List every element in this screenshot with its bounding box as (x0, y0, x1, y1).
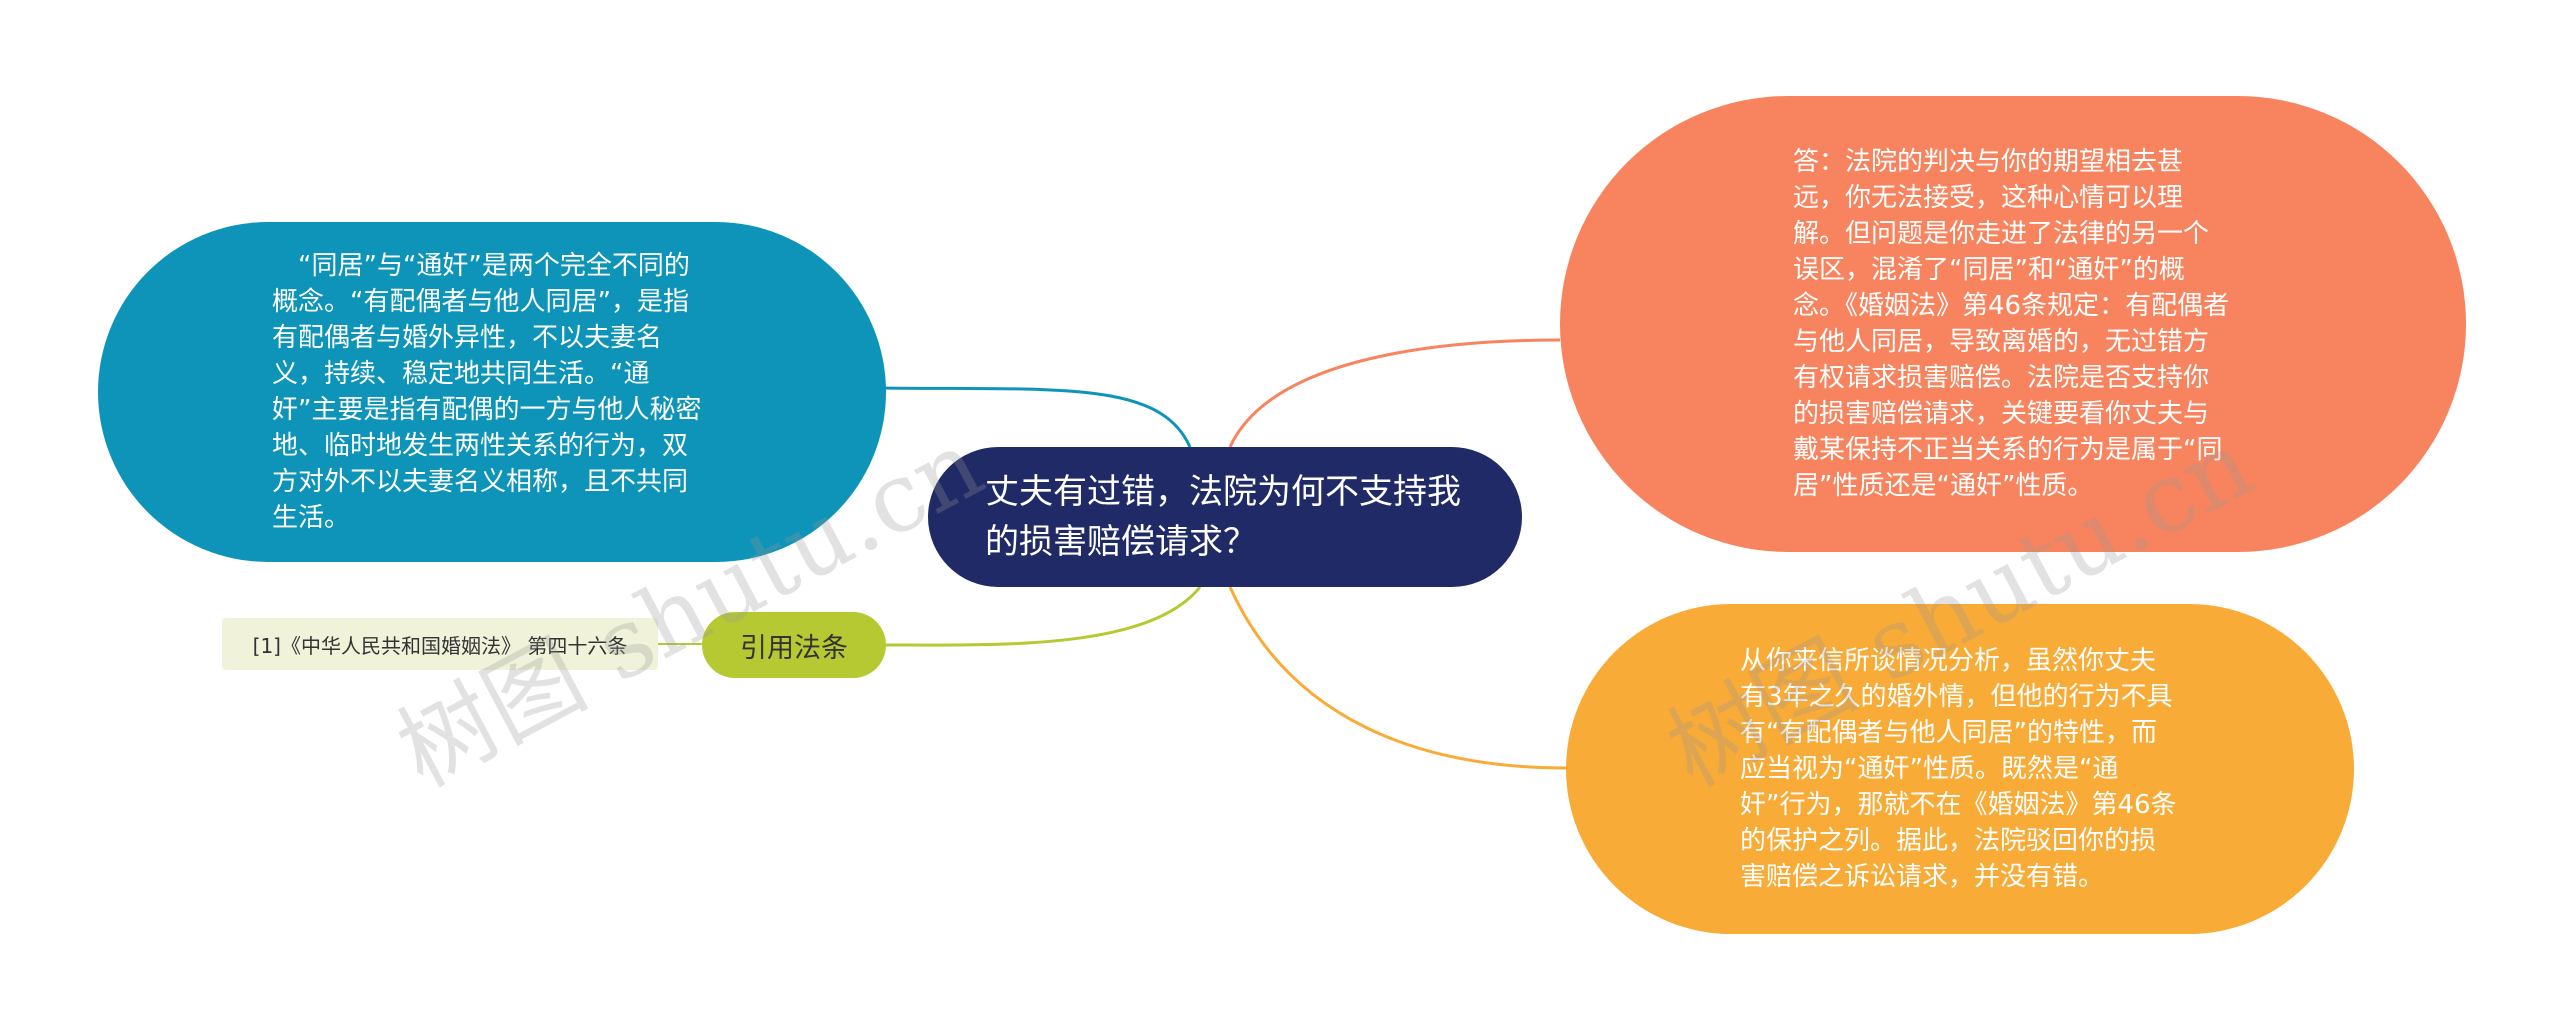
link-right-top (1228, 338, 1561, 448)
citation-node[interactable]: 引用法条 (702, 612, 886, 678)
link-left (879, 386, 1192, 448)
topic-right-analysis[interactable]: 从你来信所谈情况分析，虽然你丈夫有3年之久的婚外情，但他的行为不具有“有配偶者与… (1566, 604, 2354, 934)
topic-left-text: “同居”与“通奸”是两个完全不同的概念。“有配偶者与他人同居”，是指有配偶者与婚… (272, 251, 702, 533)
topic-right-answer[interactable]: 答：法院的判决与你的期望相去甚远，你无法接受，这种心情可以理解。但问题是你走进了… (1560, 96, 2466, 552)
topic-right-analysis-text: 从你来信所谈情况分析，虽然你丈夫有3年之久的婚外情，但他的行为不具有“有配偶者与… (1740, 646, 2177, 892)
central-topic[interactable]: 丈夫有过错，法院为何不支持我的损害赔偿请求？ (928, 447, 1522, 587)
link-right-bottom (1228, 586, 1567, 770)
topic-right-answer-text: 答：法院的判决与你的期望相去甚远，你无法接受，这种心情可以理解。但问题是你走进了… (1793, 147, 2230, 501)
central-topic-text: 丈夫有过错，法院为何不支持我的损害赔偿请求？ (985, 472, 1461, 562)
topic-left-cohabitation-vs-adultery[interactable]: “同居”与“通奸”是两个完全不同的概念。“有配偶者与他人同居”，是指有配偶者与婚… (98, 222, 886, 562)
link-citation (885, 586, 1202, 647)
citation-reference[interactable]: [1]《中华人民共和国婚姻法》 第四十六条 (222, 618, 658, 670)
citation-reference-text: [1]《中华人民共和国婚姻法》 第四十六条 (252, 633, 628, 658)
citation-label: 引用法条 (740, 632, 848, 664)
